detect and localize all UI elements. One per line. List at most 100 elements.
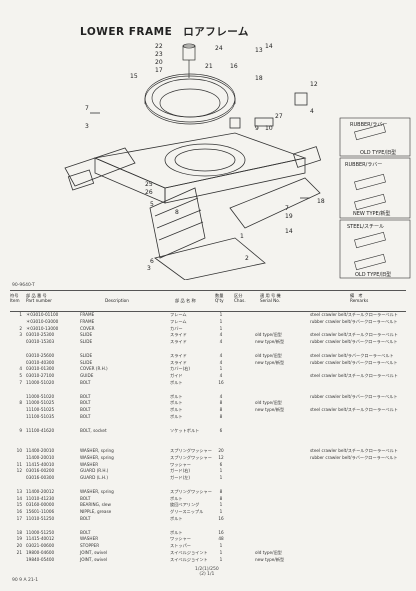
cell-qty: 16 bbox=[218, 515, 224, 521]
cell-pn: 03016-00200 bbox=[26, 468, 55, 474]
cell-desc: SLIDE bbox=[80, 332, 93, 338]
callout: 15 bbox=[130, 73, 138, 80]
cell-desc: JOINT, swivel bbox=[80, 549, 108, 555]
cell-pn: 11415-40012 bbox=[26, 536, 55, 542]
cell-item: 7 bbox=[19, 379, 22, 385]
callout: 3 bbox=[85, 123, 89, 130]
cell-desc: NIPPLE, grease bbox=[80, 509, 112, 515]
cell-desc: BOLT bbox=[80, 400, 91, 406]
cell-desc: BOLT bbox=[80, 407, 91, 413]
cell-desc: BEARING, slew bbox=[80, 502, 111, 508]
cell-item: 3 bbox=[19, 332, 22, 338]
cell-pn: ＊03010-03000 bbox=[26, 318, 59, 324]
hdr-qty: 数量 Q'ty bbox=[215, 293, 224, 303]
cell-qty: 6 bbox=[219, 461, 223, 467]
cell-pn: 03160-00000 bbox=[26, 502, 55, 508]
cell-desc: SLIDE bbox=[80, 359, 93, 365]
cell-item: 21 bbox=[16, 549, 22, 555]
cell-desc: BOLT bbox=[80, 515, 91, 521]
cell-rem: rubber crawler belt/ラバークローラーベルト bbox=[310, 318, 398, 324]
cell-item: 1 bbox=[19, 312, 22, 317]
cell-pn: 15601-11006 bbox=[26, 509, 55, 515]
cell-rem: steel crawler belt/スチールクローラーベルト bbox=[310, 407, 398, 413]
cell-jp: ワッシャー bbox=[170, 536, 191, 542]
cell-qty: 16 bbox=[218, 529, 224, 535]
cell-jp: スイベルジョイント bbox=[170, 556, 208, 562]
cell-jp: ワッシャー bbox=[170, 461, 191, 467]
cell-desc: WASHER bbox=[80, 536, 99, 542]
detail-insets bbox=[339, 117, 411, 279]
cell-jp: ストッパー bbox=[170, 543, 191, 549]
callout: 14 bbox=[265, 43, 273, 50]
cell-item: 19 bbox=[16, 536, 22, 542]
callout: 3 bbox=[147, 265, 151, 272]
callout: 25 bbox=[145, 181, 153, 188]
cell-qty: 4 bbox=[219, 352, 223, 358]
cell-item: 4 bbox=[19, 366, 22, 372]
cell-qty: 1 bbox=[219, 366, 223, 372]
cell-desc: FRAME bbox=[80, 318, 95, 324]
callout: 4 bbox=[310, 108, 314, 115]
callout: 20 bbox=[155, 59, 163, 66]
cell-desc: GUARD (L.H.) bbox=[80, 475, 108, 481]
cell-desc: COVER bbox=[80, 325, 95, 331]
footer-code: 90 9 A 21-1 bbox=[12, 578, 39, 583]
callout: 27 bbox=[275, 113, 283, 120]
cell-qty: 4 bbox=[219, 373, 223, 379]
cell-pn: 11100-41620 bbox=[26, 427, 55, 433]
cell-jp: スプリングワッシャー bbox=[170, 454, 212, 460]
cell-rem: rubber crawler belt/ラバークローラーベルト bbox=[310, 339, 398, 345]
cell-jp: ボルト bbox=[170, 407, 183, 413]
cell-rem: rubber crawler belt/ラバークローラーベルト bbox=[310, 359, 398, 365]
inset-old-type-top-label: OLD TYPE/旧型 bbox=[360, 149, 396, 156]
inset-new-type-label: NEW TYPE/新型 bbox=[353, 210, 390, 217]
cell-desc: WASHER, spring bbox=[80, 447, 114, 453]
callout: 12 bbox=[310, 81, 318, 88]
cell-pn: 03010-40300 bbox=[26, 359, 55, 365]
inset-old-type-label: OLD TYPE/旧型 bbox=[355, 271, 391, 278]
hdr-description: Description bbox=[105, 298, 129, 303]
cell-desc: BOLT bbox=[80, 379, 91, 385]
cell-pn: 03010-25300 bbox=[26, 332, 55, 338]
cell-pn: 11000-51020 bbox=[26, 393, 55, 399]
cell-jp: ボルト bbox=[170, 393, 183, 399]
hdr-item: 符号 Item bbox=[10, 293, 20, 303]
cell-qty: 4 bbox=[219, 393, 223, 399]
cell-desc: GUARD (R.H.) bbox=[80, 468, 109, 474]
footer-page-ref: 1/2(1)/250 (2) 1/1 bbox=[195, 567, 219, 577]
cell-qty: 1 bbox=[219, 502, 223, 508]
inset-steel-label: STEEL/スチール bbox=[347, 224, 384, 230]
cell-desc: SLIDE bbox=[80, 339, 93, 345]
cell-pn: ＊03010-13000 bbox=[26, 325, 59, 331]
callout: 6 bbox=[150, 258, 154, 265]
cell-pn: 11100-51025 bbox=[26, 407, 55, 413]
cell-desc: BOLT bbox=[80, 495, 91, 501]
cell-jp: スプリングワッシャー bbox=[170, 447, 212, 453]
cell-jp: ボルト bbox=[170, 379, 183, 385]
callout: 8 bbox=[175, 209, 179, 216]
cell-desc: SLIDE bbox=[80, 352, 93, 358]
cell-jp: ソケットボルト bbox=[170, 427, 200, 433]
exploded-parts-diagram: RUBBER/ラバー RUBBER/ラバー NEW TYPE/新型 STEEL/… bbox=[64, 43, 411, 280]
callout: 24 bbox=[215, 45, 223, 52]
cell-qty: 6 bbox=[219, 427, 223, 433]
cell-qty: 1 bbox=[219, 325, 223, 331]
cell-pn: 19840-05400 bbox=[26, 556, 55, 562]
cell-desc: BOLT bbox=[80, 413, 91, 419]
cell-jp: 旋回ベアリング bbox=[170, 502, 200, 508]
cell-pn: 11010-41230 bbox=[26, 495, 55, 501]
cell-item: 5 bbox=[19, 373, 22, 379]
hdr-jp-name: 部 品 名 称 bbox=[175, 298, 196, 303]
cell-rem: steel crawler belt/スチールクローラーベルト bbox=[310, 373, 398, 379]
